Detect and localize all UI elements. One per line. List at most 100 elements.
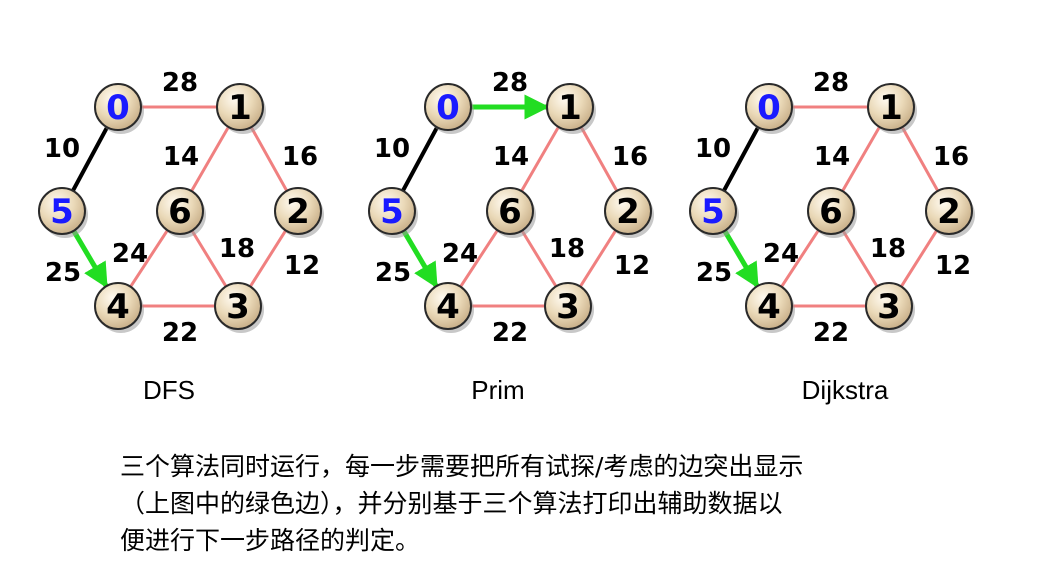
node-label: 6 (498, 192, 522, 232)
node-2: 2 (925, 187, 975, 238)
description-line-3: 便进行下一步路径的判定。 (120, 526, 421, 555)
node-6: 6 (156, 187, 206, 238)
node-label: 1 (879, 88, 903, 128)
node-3: 3 (865, 282, 915, 333)
edge-weight-2-3: 12 (284, 251, 320, 281)
node-1: 1 (867, 83, 917, 134)
edge-weight-0-5: 10 (374, 134, 410, 164)
edge-weight-1-2: 16 (933, 142, 969, 172)
node-circle (368, 187, 416, 235)
node-label: 3 (226, 287, 250, 327)
edge-weight-1-2: 16 (282, 142, 318, 172)
edge-weight-1-6: 14 (163, 142, 199, 172)
edge-6-3 (190, 229, 228, 288)
node-5: 5 (38, 187, 88, 238)
node-4: 4 (745, 282, 795, 333)
edge-1-2 (579, 125, 619, 193)
node-0: 0 (424, 83, 474, 134)
node-label: 2 (937, 192, 961, 232)
caption-prim: Prim (471, 375, 525, 405)
edge-weight-4-3: 22 (813, 318, 849, 348)
edge-weight-6-4: 24 (112, 239, 148, 269)
edge-weight-0-5: 10 (695, 134, 731, 164)
node-circle (38, 187, 86, 235)
node-label: 4 (106, 287, 130, 327)
edge-6-3 (520, 229, 558, 288)
node-5: 5 (689, 187, 739, 238)
node-label: 5 (380, 192, 404, 232)
edge-6-4 (129, 228, 169, 289)
node-circle (745, 83, 793, 131)
node-label: 4 (757, 287, 781, 327)
edge-weight-2-3: 12 (935, 251, 971, 281)
node-5: 5 (368, 187, 418, 238)
edge-weight-5-4: 25 (696, 258, 732, 288)
node-circle (424, 83, 472, 131)
node-label: 2 (616, 192, 640, 232)
edge-1-6 (840, 125, 882, 193)
edge-weight-1-6: 14 (814, 142, 850, 172)
node-6: 6 (486, 187, 536, 238)
edge-weight-6-4: 24 (763, 239, 799, 269)
node-circle (745, 282, 793, 330)
node-circle (216, 83, 264, 131)
edge-weight-5-4: 25 (375, 258, 411, 288)
node-3: 3 (214, 282, 264, 333)
edge-5-4 (722, 228, 760, 289)
node-0: 0 (745, 83, 795, 134)
node-4: 4 (424, 282, 474, 333)
edge-6-4 (780, 228, 820, 289)
node-circle (867, 83, 915, 131)
node-label: 0 (106, 88, 130, 128)
node-label: 3 (877, 287, 901, 327)
caption-dijkstra: Dijkstra (801, 375, 889, 405)
node-circle (274, 187, 322, 235)
edge-1-6 (189, 125, 231, 193)
node-label: 5 (50, 192, 74, 232)
edge-weight-2-3: 12 (614, 251, 650, 281)
edge-1-6 (519, 125, 561, 193)
node-label: 5 (701, 192, 725, 232)
node-circle (865, 282, 913, 330)
node-0: 0 (94, 83, 144, 134)
edge-0-5 (721, 125, 761, 193)
caption-dfs: DFS (143, 375, 195, 405)
node-circle (544, 282, 592, 330)
edge-weight-1-2: 16 (612, 142, 648, 172)
edge-weight-6-4: 24 (442, 239, 478, 269)
node-circle (94, 83, 142, 131)
edge-weight-5-4: 25 (45, 258, 81, 288)
node-label: 3 (556, 287, 580, 327)
node-circle (807, 187, 855, 235)
node-circle (214, 282, 262, 330)
node-1: 1 (546, 83, 596, 134)
node-label: 6 (819, 192, 843, 232)
node-circle (94, 282, 142, 330)
edge-0-5 (70, 125, 110, 193)
node-label: 0 (436, 88, 460, 128)
node-4: 4 (94, 282, 144, 333)
edge-weight-0-1: 28 (813, 68, 849, 98)
edge-2-3 (578, 228, 618, 289)
edge-0-5 (400, 125, 440, 193)
edge-2-3 (248, 228, 288, 289)
node-label: 1 (558, 88, 582, 128)
node-circle (546, 83, 594, 131)
node-2: 2 (604, 187, 654, 238)
node-1: 1 (216, 83, 266, 134)
node-2: 2 (274, 187, 324, 238)
node-circle (925, 187, 973, 235)
edge-weight-0-1: 28 (492, 68, 528, 98)
description-line-2: （上图中的绿色边），并分别基于三个算法打印出辅助数据以 (120, 489, 783, 518)
description-line-1: 三个算法同时运行，每一步需要把所有试探/考虑的边突出显示 (120, 452, 804, 481)
edge-weight-4-3: 22 (492, 318, 528, 348)
edge-weight-6-3: 18 (549, 234, 585, 264)
edge-weight-0-5: 10 (44, 134, 80, 164)
edge-weight-6-3: 18 (219, 234, 255, 264)
edge-1-2 (900, 125, 940, 193)
node-circle (486, 187, 534, 235)
